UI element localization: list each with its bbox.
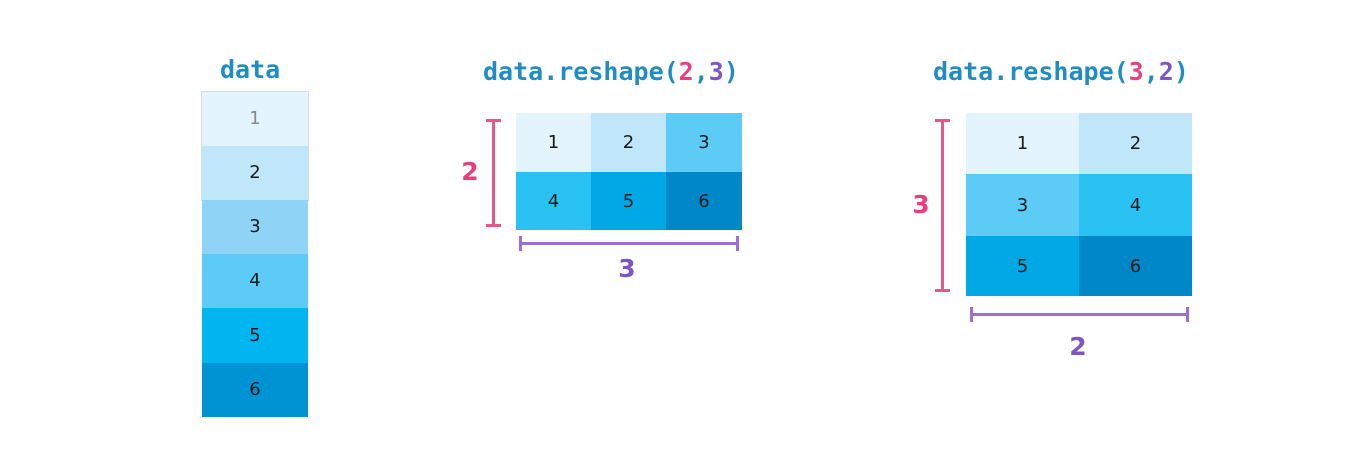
vector-cell-4: 4 xyxy=(202,254,308,308)
vector-cell-6: 6 xyxy=(202,363,308,417)
matrix-2x3-cell: 3 xyxy=(666,113,742,172)
matrix-3x2-cell: 4 xyxy=(1079,174,1192,236)
matrix-3x2-cell: 6 xyxy=(1079,236,1192,296)
matrix-2x3-cell: 5 xyxy=(591,172,666,230)
vector-cell-2: 2 xyxy=(202,146,308,200)
vector-cell-5: 5 xyxy=(202,308,308,363)
rows-bracket-3x2 xyxy=(935,119,950,292)
reshape-3x2-title: data.reshape(3,2) xyxy=(933,57,1189,86)
matrix-2x3-cell: 1 xyxy=(516,113,591,172)
reshape-3x2-cols-arg: 2 xyxy=(1158,57,1174,86)
matrix-3x2-cell: 1 xyxy=(966,113,1079,174)
reshape-2x3-title: data.reshape(2,3) xyxy=(483,57,739,86)
cols-bracket-3x2 xyxy=(970,307,1189,322)
matrix-3x2-cell: 5 xyxy=(966,236,1079,296)
cols-label-3x2: 2 xyxy=(1069,332,1087,361)
matrix-2x3-cell: 4 xyxy=(516,172,591,230)
matrix-2x3-cell: 6 xyxy=(666,172,742,230)
matrix-2x3-cell: 2 xyxy=(591,113,666,172)
vector-cell-1: 1 xyxy=(202,92,308,146)
vector-cell-3: 3 xyxy=(202,200,308,254)
data-vector-title: data xyxy=(220,55,281,84)
matrix-3x2-cell: 3 xyxy=(966,174,1079,236)
cols-label-2x3: 3 xyxy=(618,254,636,283)
rows-label-2x3: 2 xyxy=(461,157,479,186)
rows-label-3x2: 3 xyxy=(912,190,930,219)
cols-bracket-2x3 xyxy=(519,236,739,251)
reshape-3x2-rows-arg: 3 xyxy=(1128,57,1144,86)
reshape-2x3-rows-arg: 2 xyxy=(678,57,694,86)
matrix-3x2-cell: 2 xyxy=(1079,113,1192,174)
rows-bracket-2x3 xyxy=(486,119,501,227)
reshape-2x3-cols-arg: 3 xyxy=(708,57,724,86)
